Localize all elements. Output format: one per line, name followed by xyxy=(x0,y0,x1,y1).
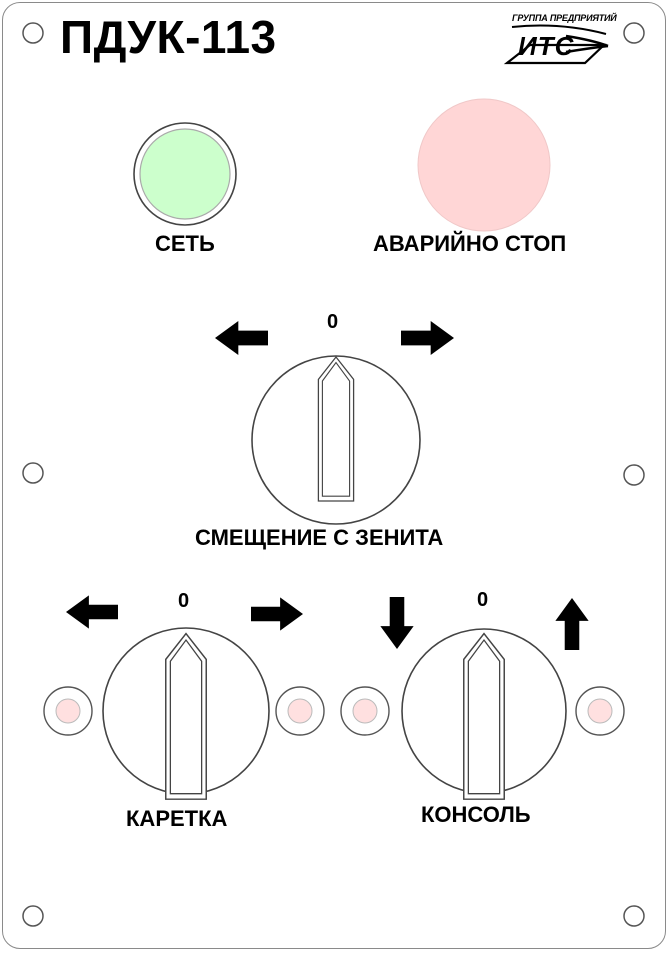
arrow-right-icon xyxy=(251,597,303,631)
arrow-left-icon xyxy=(66,595,118,629)
arrow-up-icon xyxy=(555,598,589,650)
arrow-down-icon xyxy=(380,597,414,649)
logo-text: ИТС xyxy=(518,31,575,61)
carriage-lamp-left xyxy=(55,698,81,724)
mounting-hole-top-right xyxy=(623,22,645,44)
carriage-switch-label: КАРЕТКА xyxy=(126,806,228,831)
logo-caption: ГРУППА ПРЕДПРИЯТИЙ xyxy=(512,13,617,23)
console-lamp-right xyxy=(587,698,613,724)
zenith-switch[interactable] xyxy=(251,355,421,525)
power-indicator xyxy=(139,128,231,220)
power-label: СЕТЬ xyxy=(155,231,215,256)
carriage-zero-label: 0 xyxy=(178,590,190,612)
console-lamp-left xyxy=(352,698,378,724)
carriage-lamp-right xyxy=(287,698,313,724)
mounting-hole-bottom-left xyxy=(22,905,44,927)
carriage-switch[interactable] xyxy=(102,627,270,800)
console-switch[interactable] xyxy=(401,628,567,800)
zenith-zero-label: 0 xyxy=(327,311,339,333)
zenith-switch-label: СМЕЩЕНИЕ С ЗЕНИТА xyxy=(195,525,444,550)
arrow-left-icon xyxy=(215,321,268,355)
emergency-stop-button[interactable] xyxy=(417,98,551,232)
device-title: ПДУК-113 xyxy=(60,11,277,63)
arrow-right-icon xyxy=(401,321,454,355)
console-switch-label: КОНСОЛЬ xyxy=(421,802,531,827)
mounting-hole-mid-left xyxy=(22,462,44,484)
console-zero-label: 0 xyxy=(477,589,489,611)
mounting-hole-top-left xyxy=(22,22,44,44)
logo-mark xyxy=(503,24,609,65)
mounting-hole-bottom-right xyxy=(623,905,645,927)
mounting-hole-mid-right xyxy=(623,464,645,486)
emergency-stop-label: АВАРИЙНО СТОП xyxy=(373,231,567,256)
